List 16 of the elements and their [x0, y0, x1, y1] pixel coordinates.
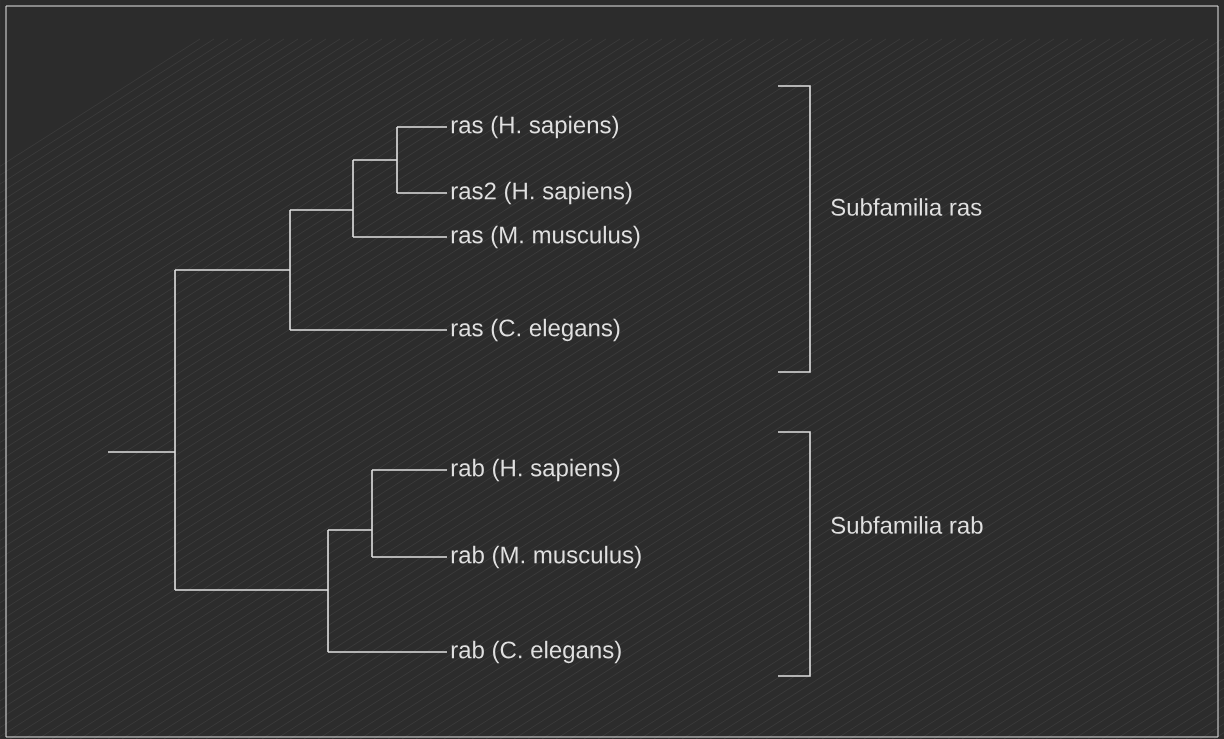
leaf-label: rab (C. elegans)	[451, 640, 621, 664]
branch-line	[396, 126, 448, 128]
branch-line	[327, 651, 448, 653]
leaf-label: rab (H. sapiens)	[451, 458, 620, 482]
leaf-label: ras (C. elegans)	[451, 318, 620, 342]
leaf-label: rab (M. musculus)	[451, 545, 641, 569]
branch-line	[371, 469, 448, 471]
leaf-label: ras (H. sapiens)	[451, 115, 619, 139]
leaf-label: ras2 (H. sapiens)	[451, 181, 632, 205]
leaf-label: ras (M. musculus)	[451, 225, 640, 249]
branch-line	[289, 329, 448, 331]
branch-line	[371, 556, 448, 558]
branch-line	[352, 236, 448, 238]
group-label: Subfamilia ras	[831, 198, 982, 216]
branch-line	[396, 192, 448, 194]
group-label: Subfamilia rab	[831, 516, 983, 534]
